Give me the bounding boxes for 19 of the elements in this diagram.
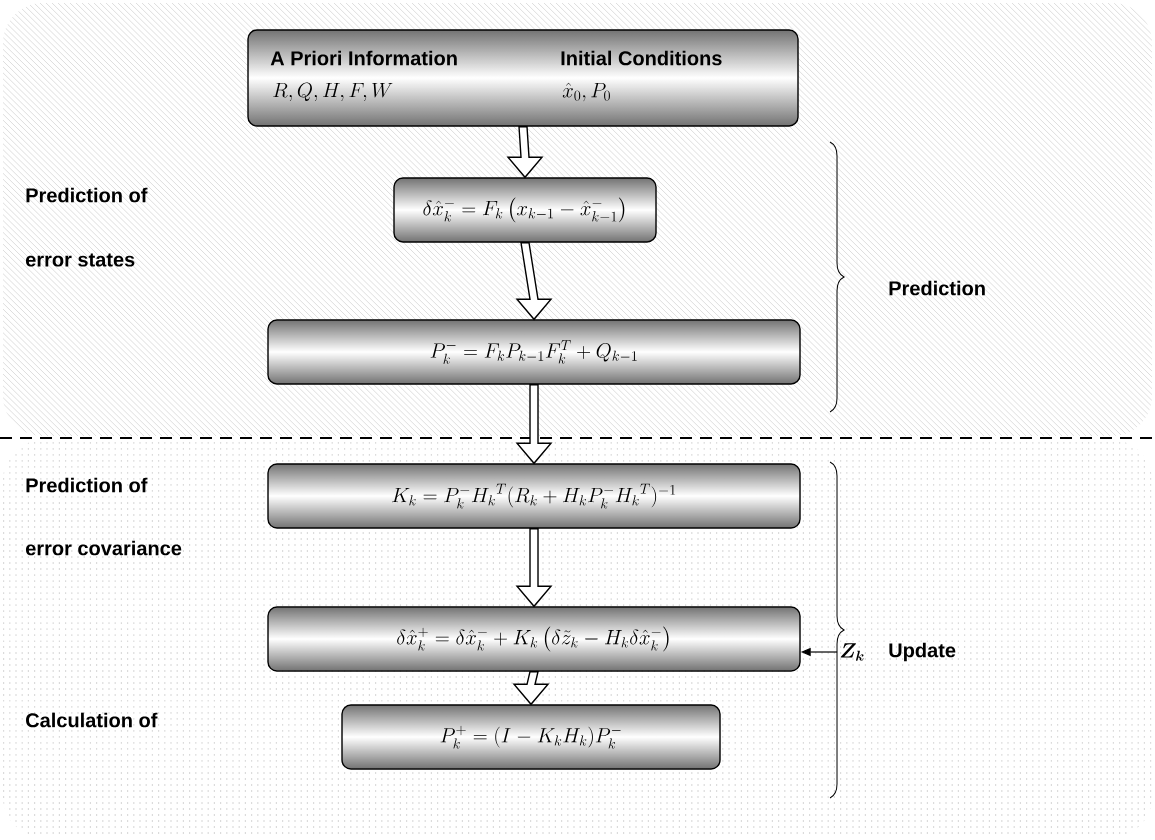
formula-box: $\delta\hat{x}_k^- = F_k\left(x_{k-1} - \hat{x}_{k-1}^-\right)$ [393,177,657,243]
brace-label: Prediction [889,280,985,296]
input-label: $Z_k$ [840,643,864,661]
block-arrow [515,242,553,321]
formula-box: $K_k = P_k^- {H_k}^T (R_k + H_k P_k^- {H_k}^T)^{-1}$ [267,463,801,529]
formula-box: $P_k^- = F_k P_{k-1} F_k^T + Q_{k-1}$ [267,319,801,385]
side-label: Prediction of [26,187,148,203]
formula-box: $P_k^+ = (I - K_k H_k) P_k^-$ [341,704,721,770]
block-arrow [506,126,544,179]
side-label: Prediction of [26,477,148,493]
info-box: A Priori Information $R,Q,H,F,W$ Initial Conditions $\hat{x}_0,P_0$ [247,29,799,127]
block-arrow [515,528,553,608]
side-label: Calculation of [26,712,158,728]
block-arrow [515,384,553,465]
formula-box: $\delta\hat{x}_k^+ = \delta\hat{x}_k^- + K_k\left(\delta\tilde{z}_k - H_k \delta\hat{x}_k^-\right)$ [267,606,801,672]
side-label: error covariance [26,540,182,556]
side-label: error states [26,253,135,267]
block-arrow [512,671,550,706]
brace-label: Update [889,642,956,662]
